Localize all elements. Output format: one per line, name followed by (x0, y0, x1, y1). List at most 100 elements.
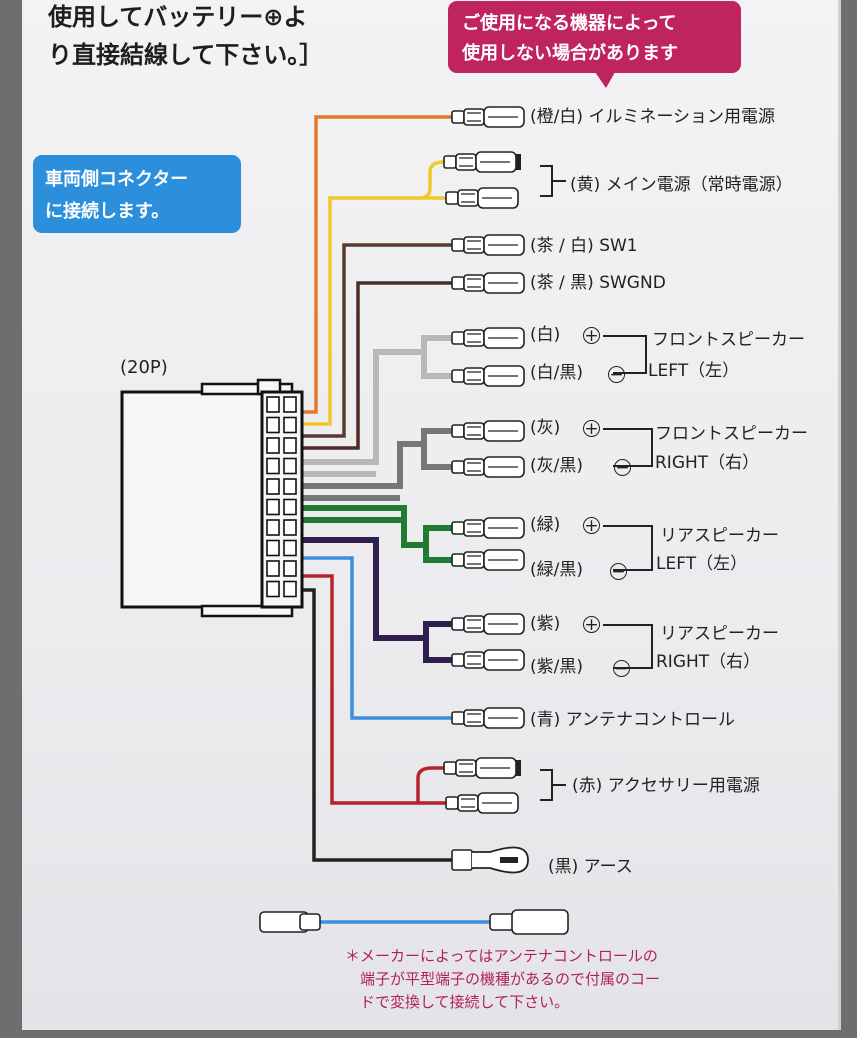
terminal-crimp (463, 329, 485, 347)
wire-front-left-pos (300, 335, 452, 465)
connector-pin (283, 396, 297, 413)
terminal-crimp (463, 651, 485, 669)
adapter-housing (511, 909, 569, 935)
terminal-sleeve (443, 155, 457, 169)
male-terminal (451, 456, 525, 478)
ground-crimp (451, 849, 473, 871)
terminal-ridge (467, 112, 481, 122)
terminal-sleeve (451, 331, 465, 345)
terminal-crimp (463, 519, 485, 537)
ground-terminal (451, 846, 529, 874)
label-swgnd: (茶 / 黒) SWGND (530, 273, 666, 293)
connector-tab-bottom (200, 604, 294, 618)
wire-rear-left-neg (300, 505, 407, 545)
connector-body (120, 390, 264, 609)
terminal-crimp (463, 274, 485, 292)
terminal-sleeve (451, 238, 465, 252)
terminal-crimp (457, 189, 479, 207)
terminal-sleeve (451, 110, 465, 124)
terminal-crimp (463, 458, 485, 476)
wires (300, 115, 454, 862)
connector-pin (266, 437, 280, 454)
connector-pin (283, 457, 297, 475)
speaker-bracket (603, 525, 653, 571)
label-rear-left-pos: (緑) (530, 515, 561, 535)
callout-pink: ご使用になる機器によって 使用しない場合があります (448, 1, 741, 73)
speaker-bracket (603, 624, 653, 669)
callout-blue: 車両側コネクター に接続します。 (33, 155, 241, 233)
wire-sw1 (300, 243, 452, 438)
connector-pin (266, 457, 280, 475)
wire-main-power (300, 160, 446, 426)
terminal-crimp (463, 709, 485, 727)
wire-ground (300, 588, 454, 862)
label-front-right-neg: (灰/黒) (530, 456, 583, 476)
male-terminal (451, 272, 525, 294)
label-accessory: (赤) アクセサリー用電源 (572, 776, 760, 796)
male-terminal (451, 649, 525, 671)
connector-pin (283, 519, 297, 536)
terminal-ridge (467, 240, 481, 250)
adapter-terminal-left (259, 911, 321, 933)
connector-pin (283, 560, 297, 577)
terminal-crimp (463, 422, 485, 440)
plus-icon: + (583, 615, 600, 635)
female-terminal (443, 757, 521, 779)
terminal-crimp (463, 367, 485, 385)
terminal-crimp (455, 153, 477, 171)
connector-pin (283, 498, 297, 516)
callout-blue-line-2: に接続します。 (45, 201, 170, 222)
speaker-rear-left-line-2: LEFT（左） (656, 554, 748, 574)
footnote-line-3: ドで変換して接続して下さい。 (360, 993, 570, 1011)
terminal-ridge (467, 523, 481, 533)
terminal-ridge (461, 193, 475, 203)
terminal-crimp (457, 794, 479, 812)
male-terminal (451, 517, 525, 539)
male-terminal (451, 707, 525, 729)
terminal-sleeve (451, 460, 465, 474)
adapter-crimp (489, 913, 515, 931)
plus-icon: + (583, 419, 600, 439)
male-terminal (445, 792, 519, 814)
terminal-ridge (461, 798, 475, 808)
terminal-ridge (467, 333, 481, 343)
terminal-ridge (467, 619, 481, 629)
connector-pin (266, 560, 280, 577)
label-antenna: (青) アンテナコントロール (530, 710, 735, 730)
minus-icon: − (614, 458, 631, 478)
harness-connector (120, 378, 304, 618)
adapter-crimp (299, 913, 321, 931)
speaker-front-left-line-1: フロントスピーカー (652, 330, 805, 350)
terminal-cap (516, 154, 521, 170)
terminal-ridge (467, 655, 481, 665)
minus-icon: − (610, 562, 627, 582)
connector-label: (20P) (120, 357, 168, 378)
male-terminal (451, 327, 525, 349)
terminal-ridge (459, 763, 473, 773)
terminal-sleeve (445, 191, 459, 205)
terminal-sleeve (451, 711, 465, 725)
male-terminal (451, 549, 525, 571)
callout-blue-line-1: 車両側コネクター (45, 169, 189, 190)
label-front-right-pos: (灰) (530, 418, 561, 438)
speaker-rear-left-line-1: リアスピーカー (660, 526, 779, 546)
male-terminal (451, 234, 525, 256)
connector-pin (283, 539, 297, 557)
terminals (259, 106, 569, 935)
minus-icon: − (613, 659, 630, 679)
terminal-crimp (463, 108, 485, 126)
label-front-left-neg: (白/黒) (530, 363, 583, 383)
callout-pink-line-2: 使用しない場合があります (462, 43, 678, 64)
terminal-ridge (467, 555, 481, 565)
terminal-ridge (467, 462, 481, 472)
terminal-ridge (459, 157, 473, 167)
wire-antenna (300, 556, 452, 720)
terminal-sleeve (451, 617, 465, 631)
label-ground: (黒) アース (548, 857, 633, 877)
label-rear-right-pos: (紫) (530, 614, 561, 634)
male-terminal (451, 420, 525, 442)
connector-pin (266, 498, 280, 516)
bracket (540, 769, 566, 801)
terminal-crimp (455, 759, 477, 777)
